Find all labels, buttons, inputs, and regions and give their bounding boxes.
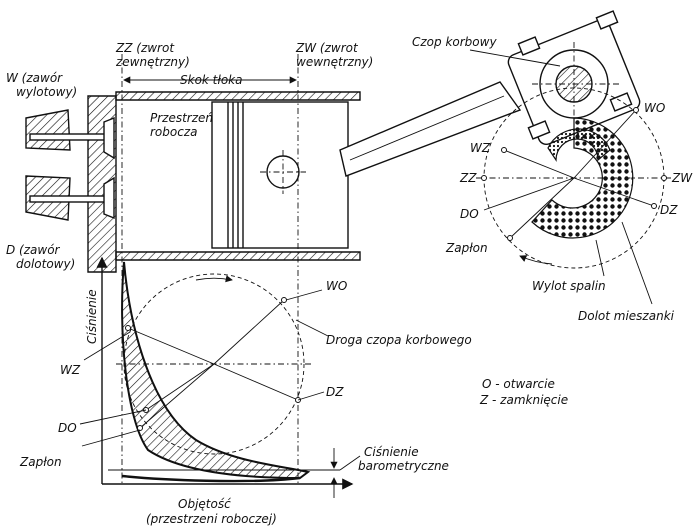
label-wo-right: WO bbox=[644, 101, 665, 115]
indicator-loop bbox=[121, 261, 311, 480]
label-d-2: dolotowy) bbox=[16, 257, 75, 271]
cylinder bbox=[25, 54, 361, 486]
labels: ZZ (zwrot zewnętrzny) ZW (zwrot wewnętrz… bbox=[6, 35, 693, 526]
label-ignition-right: Zapłon bbox=[445, 241, 488, 255]
label-baro-2: barometryczne bbox=[358, 459, 449, 473]
label-legend-1: O - otwarcie bbox=[482, 377, 555, 391]
label-zz-2: zewnętrzny) bbox=[115, 55, 190, 69]
label-chamber-2: robocza bbox=[150, 125, 197, 139]
label-intake: Dolot mieszanki bbox=[578, 309, 675, 323]
cylinder-wall-bottom bbox=[115, 251, 361, 261]
connecting-rod bbox=[339, 10, 641, 177]
label-zz-right: ZZ bbox=[459, 171, 477, 185]
exhaust-ring bbox=[547, 128, 611, 162]
label-wz-right: WZ bbox=[470, 141, 491, 155]
label-dz-right: DZ bbox=[660, 203, 678, 217]
pv-diagram bbox=[79, 256, 361, 498]
label-do-right: DO bbox=[460, 207, 479, 221]
label-wz-left: WZ bbox=[60, 363, 81, 377]
label-crankpin: Czop korbowy bbox=[412, 35, 497, 49]
label-exhaust: Wylot spalin bbox=[532, 279, 606, 293]
intake-valve-stem bbox=[29, 195, 113, 203]
label-w-2: wylotowy) bbox=[16, 85, 77, 99]
exhaust-intake-loop bbox=[121, 474, 301, 483]
label-stroke: Skok tłoka bbox=[180, 73, 242, 87]
label-legend-2: Z - zamknięcie bbox=[479, 393, 568, 407]
label-volume-1: Objętość bbox=[178, 497, 231, 511]
label-ignition-left: Zapłon bbox=[19, 455, 62, 469]
label-zz-1: ZZ (zwrot bbox=[115, 41, 175, 55]
label-volume-2: (przestrzeni roboczej) bbox=[146, 512, 277, 526]
exhaust-port bbox=[25, 109, 71, 151]
label-zw-right: ZW bbox=[671, 171, 693, 185]
cylinder-wall-top bbox=[115, 91, 361, 101]
label-baro-1: Ciśnienie bbox=[364, 445, 419, 459]
label-do-left: DO bbox=[58, 421, 77, 435]
label-wo-left: WO bbox=[326, 279, 347, 293]
exhaust-valve-head bbox=[103, 116, 115, 160]
label-w-1: W (zawór bbox=[6, 71, 63, 85]
intake-valve-head bbox=[103, 176, 115, 220]
piston-rings bbox=[227, 102, 244, 248]
label-chamber-1: Przestrzeń bbox=[150, 111, 213, 125]
valve-timing-diagram bbox=[469, 49, 672, 305]
label-pressure-axis: Ciśnienie bbox=[85, 289, 99, 344]
label-crank-path: Droga czopa korbowego bbox=[326, 333, 472, 347]
label-zw-1: ZW (zwrot bbox=[295, 41, 359, 55]
exhaust-valve-stem bbox=[29, 133, 113, 141]
label-dz-left: DZ bbox=[326, 385, 344, 399]
label-d-1: D (zawór bbox=[6, 243, 61, 257]
label-zw-2: wewnętrzny) bbox=[296, 55, 373, 69]
